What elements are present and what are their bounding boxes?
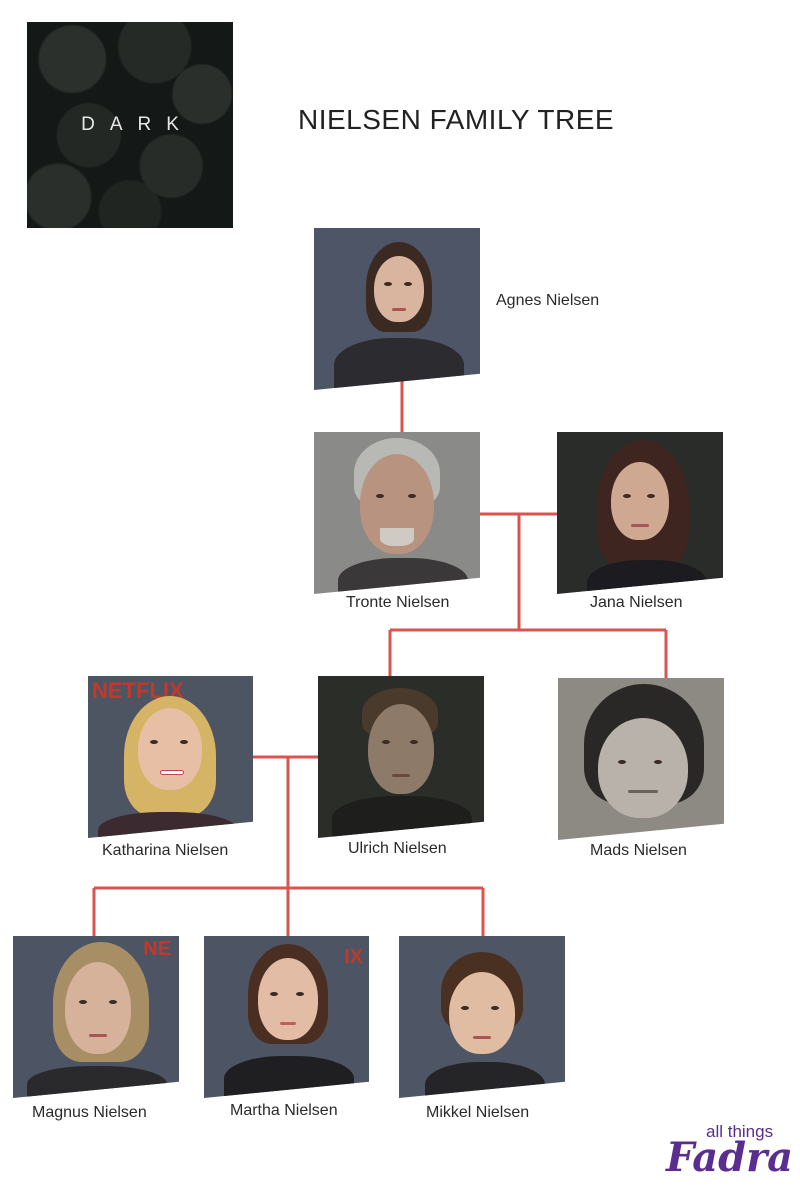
agnes-name: Agnes Nielsen	[496, 292, 600, 309]
brand-tagline: all things	[706, 1122, 774, 1141]
magnus-photo: NE	[13, 936, 179, 1098]
martha-photo: IX	[204, 936, 369, 1098]
jana-photo	[557, 432, 723, 594]
tronte-photo	[314, 432, 480, 594]
dark-logo-image: DARK	[27, 22, 233, 228]
dark-logo-text: DARK	[81, 114, 194, 135]
jana-name: Jana Nielsen	[590, 594, 683, 611]
ulrich-name: Ulrich Nielsen	[348, 840, 447, 857]
page-title: NIELSEN FAMILY TREE	[298, 104, 615, 135]
mads-name: Mads Nielsen	[590, 842, 687, 859]
mikkel-photo	[399, 936, 565, 1098]
brand-logo: all things Fadra	[664, 1118, 794, 1188]
brand-name: Fadra	[666, 1134, 794, 1181]
mikkel-name: Mikkel Nielsen	[426, 1104, 530, 1121]
magnus-name: Magnus Nielsen	[32, 1104, 147, 1121]
mads-photo	[558, 678, 724, 840]
katharina-photo: NETFLIX	[88, 676, 253, 838]
ulrich-photo	[318, 676, 484, 838]
katharina-name: Katharina Nielsen	[102, 842, 229, 859]
agnes-photo	[314, 228, 480, 390]
tronte-name: Tronte Nielsen	[346, 594, 450, 611]
martha-name: Martha Nielsen	[230, 1102, 338, 1119]
